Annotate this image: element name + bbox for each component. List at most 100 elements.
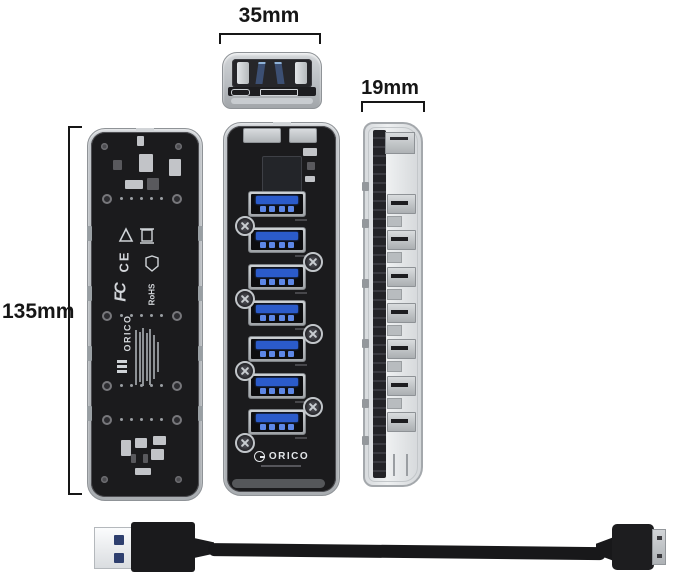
port-label-mark <box>295 364 307 367</box>
strain-relief <box>596 537 614 561</box>
hub-end-connector-tip <box>652 529 666 565</box>
usb-pins <box>260 351 294 358</box>
solder-dot-row <box>102 311 182 321</box>
usb-tongue <box>256 232 298 241</box>
front-view: ORICO <box>223 122 340 496</box>
spec-text-line <box>156 342 159 372</box>
shield-icon <box>145 255 159 272</box>
case-seam-bump <box>198 226 203 241</box>
smd-component <box>131 454 136 463</box>
case-seam-bump <box>87 406 92 421</box>
component-stub-side <box>387 361 402 373</box>
usb-a-overmold <box>131 522 195 572</box>
component-stub-side <box>387 252 402 264</box>
connector-pin-mark <box>657 536 662 540</box>
case-seam-bump <box>198 406 203 421</box>
case-clip-tab <box>362 436 369 445</box>
usb-port <box>248 191 307 221</box>
port-housing-side <box>387 230 416 251</box>
screw-post-icon <box>303 252 323 272</box>
solder-dot-row <box>102 194 182 204</box>
spec-text-line <box>142 328 145 386</box>
smd-component <box>135 438 147 448</box>
case-seam-bump <box>87 226 92 241</box>
component-stub-side <box>387 288 402 300</box>
weee-bin-icon <box>140 228 154 244</box>
usb-pins <box>260 206 294 212</box>
usb-port <box>248 372 307 403</box>
case-clip-tab <box>362 219 369 228</box>
cable-wire <box>207 543 607 561</box>
end-port-cavity <box>232 59 312 88</box>
case-pillar <box>406 454 408 476</box>
power-connector-block <box>289 128 317 143</box>
front-pcb: ORICO <box>227 126 336 492</box>
screw-post-icon <box>235 361 255 381</box>
usb-tongue <box>256 377 298 386</box>
pcb-pad <box>175 476 182 483</box>
hub-end-connector <box>612 524 654 570</box>
port-housing-side <box>387 302 416 323</box>
usb-pins <box>260 423 294 430</box>
screw-post-icon <box>303 397 323 417</box>
port-opening <box>251 302 303 323</box>
side-view <box>362 122 423 487</box>
case-end-cap <box>232 479 325 488</box>
host-port-row <box>228 87 316 96</box>
usb-port <box>248 299 307 330</box>
port-label-mark <box>295 436 307 439</box>
shell-edge <box>237 62 249 84</box>
top-end-view <box>222 52 322 109</box>
smd-component <box>135 468 151 475</box>
port-housing-side <box>387 339 416 360</box>
smd-component <box>307 162 315 170</box>
usb-tongue-edge <box>274 62 285 84</box>
port-label-mark <box>295 219 307 221</box>
component-stub-side <box>387 216 402 227</box>
port-opening <box>251 266 303 287</box>
usb-port <box>248 336 307 367</box>
dimension-bracket-length <box>68 126 82 495</box>
smd-component <box>113 160 122 170</box>
port-opening <box>251 375 303 396</box>
spec-text-line <box>138 332 141 382</box>
usb-tongue <box>256 304 298 313</box>
port-opening <box>251 339 303 360</box>
port-label-mark <box>295 327 307 330</box>
usb-tongue <box>256 341 298 350</box>
pcb-pad <box>101 143 108 150</box>
dimension-label-depth: 19mm <box>361 77 419 99</box>
case-clip-tab <box>362 339 369 348</box>
connector-pin-mark <box>657 554 662 558</box>
dimension-bracket-width <box>219 33 321 44</box>
port-housing-side <box>387 411 416 432</box>
micro-b-port-icon <box>260 89 298 96</box>
circled-g-icon <box>253 451 265 462</box>
pcb-pad <box>175 143 182 150</box>
usb-tongue <box>256 196 298 204</box>
case-seam-bump <box>198 346 203 361</box>
usb-tongue <box>256 268 298 277</box>
usb-a-connector <box>94 527 132 569</box>
port-opening <box>251 194 303 214</box>
case-clip-tab <box>362 399 369 408</box>
usb-a-contact <box>114 535 124 545</box>
screw-post-icon <box>235 433 255 453</box>
case-notch <box>136 128 154 133</box>
component-stub-side <box>387 324 402 336</box>
case-pillar <box>393 454 395 476</box>
spec-text-line <box>135 329 137 385</box>
dimension-label-width: 35mm <box>238 4 300 27</box>
usb-tongue-edge <box>255 62 266 84</box>
usb-pins <box>260 314 294 321</box>
dimension-bracket-depth <box>361 101 425 112</box>
smd-component <box>139 154 153 172</box>
spec-text-line <box>149 329 152 385</box>
smd-component <box>151 449 164 460</box>
solder-dot-row <box>102 415 182 425</box>
case-clip-tab <box>362 279 369 288</box>
ce-mark: CE <box>116 250 132 273</box>
case-clip-tab <box>362 182 369 191</box>
rohs-mark: RoHS <box>147 283 157 306</box>
usb-tongue <box>256 413 298 422</box>
